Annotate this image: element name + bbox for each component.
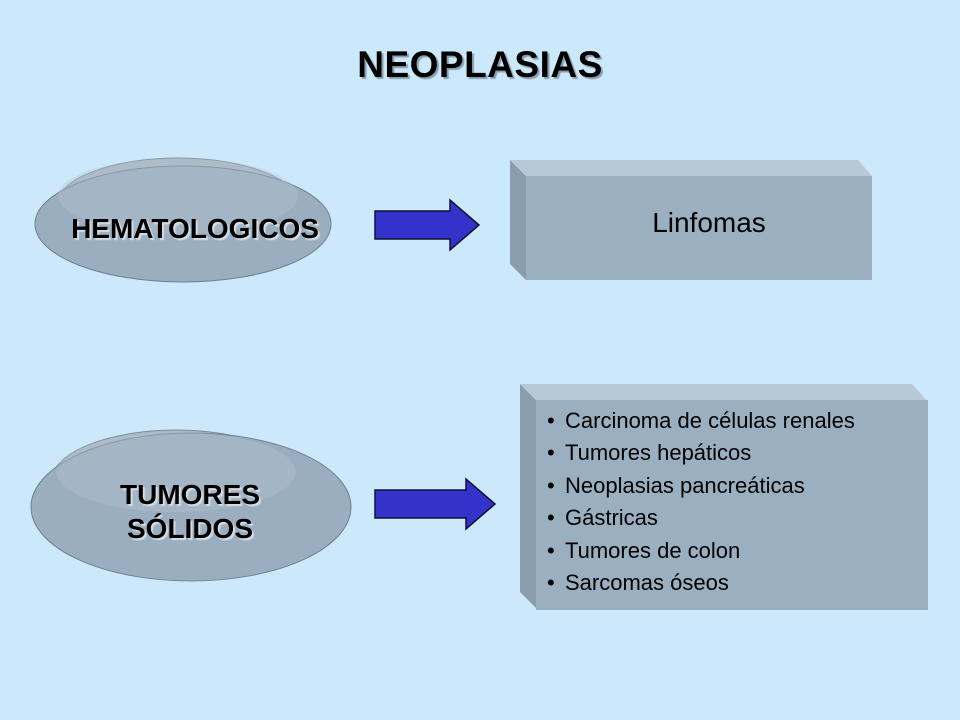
tumores-label-line-1: TUMORES	[120, 479, 260, 510]
list-item: •Tumores de colon	[547, 535, 855, 567]
list-item: •Tumores hepáticos	[547, 437, 855, 469]
bullet-icon: •	[547, 570, 555, 596]
list-item: •Neoplasias pancreáticas	[547, 470, 855, 502]
list-item: •Gástricas	[547, 502, 855, 534]
bullet-icon: •	[547, 408, 555, 433]
bullet-icon: •	[547, 505, 555, 531]
linfomas-text: Linfomas	[652, 207, 766, 238]
list-item: •Carcinoma de células renales	[547, 405, 855, 437]
list-item: •Sarcomas óseos	[547, 567, 855, 599]
hematologicos-oval	[34, 157, 332, 283]
arrow-right-icon	[374, 198, 481, 252]
hematologicos-label: HEMATOLOGICOS	[50, 212, 340, 246]
linfomas-box	[526, 176, 872, 280]
bullet-icon: •	[547, 472, 555, 498]
hematologicos-label-line: HEMATOLOGICOS	[71, 213, 319, 244]
tumores-solidos-oval	[30, 429, 352, 582]
diagram-title: NEOPLASIAS	[357, 44, 603, 85]
tumores-list-box-bevel	[520, 384, 928, 610]
tumores-solidos-label: TUMORES SÓLIDOS	[80, 478, 300, 546]
arrow-right-icon	[374, 477, 497, 531]
linfomas-box-bevel	[510, 160, 872, 280]
tumores-list: •Carcinoma de células renales •Tumores h…	[547, 405, 855, 599]
bullet-icon: •	[547, 440, 555, 466]
tumores-label-line-2: SÓLIDOS	[126, 513, 253, 544]
bullet-icon: •	[547, 537, 555, 563]
tumores-list-box	[536, 400, 928, 610]
